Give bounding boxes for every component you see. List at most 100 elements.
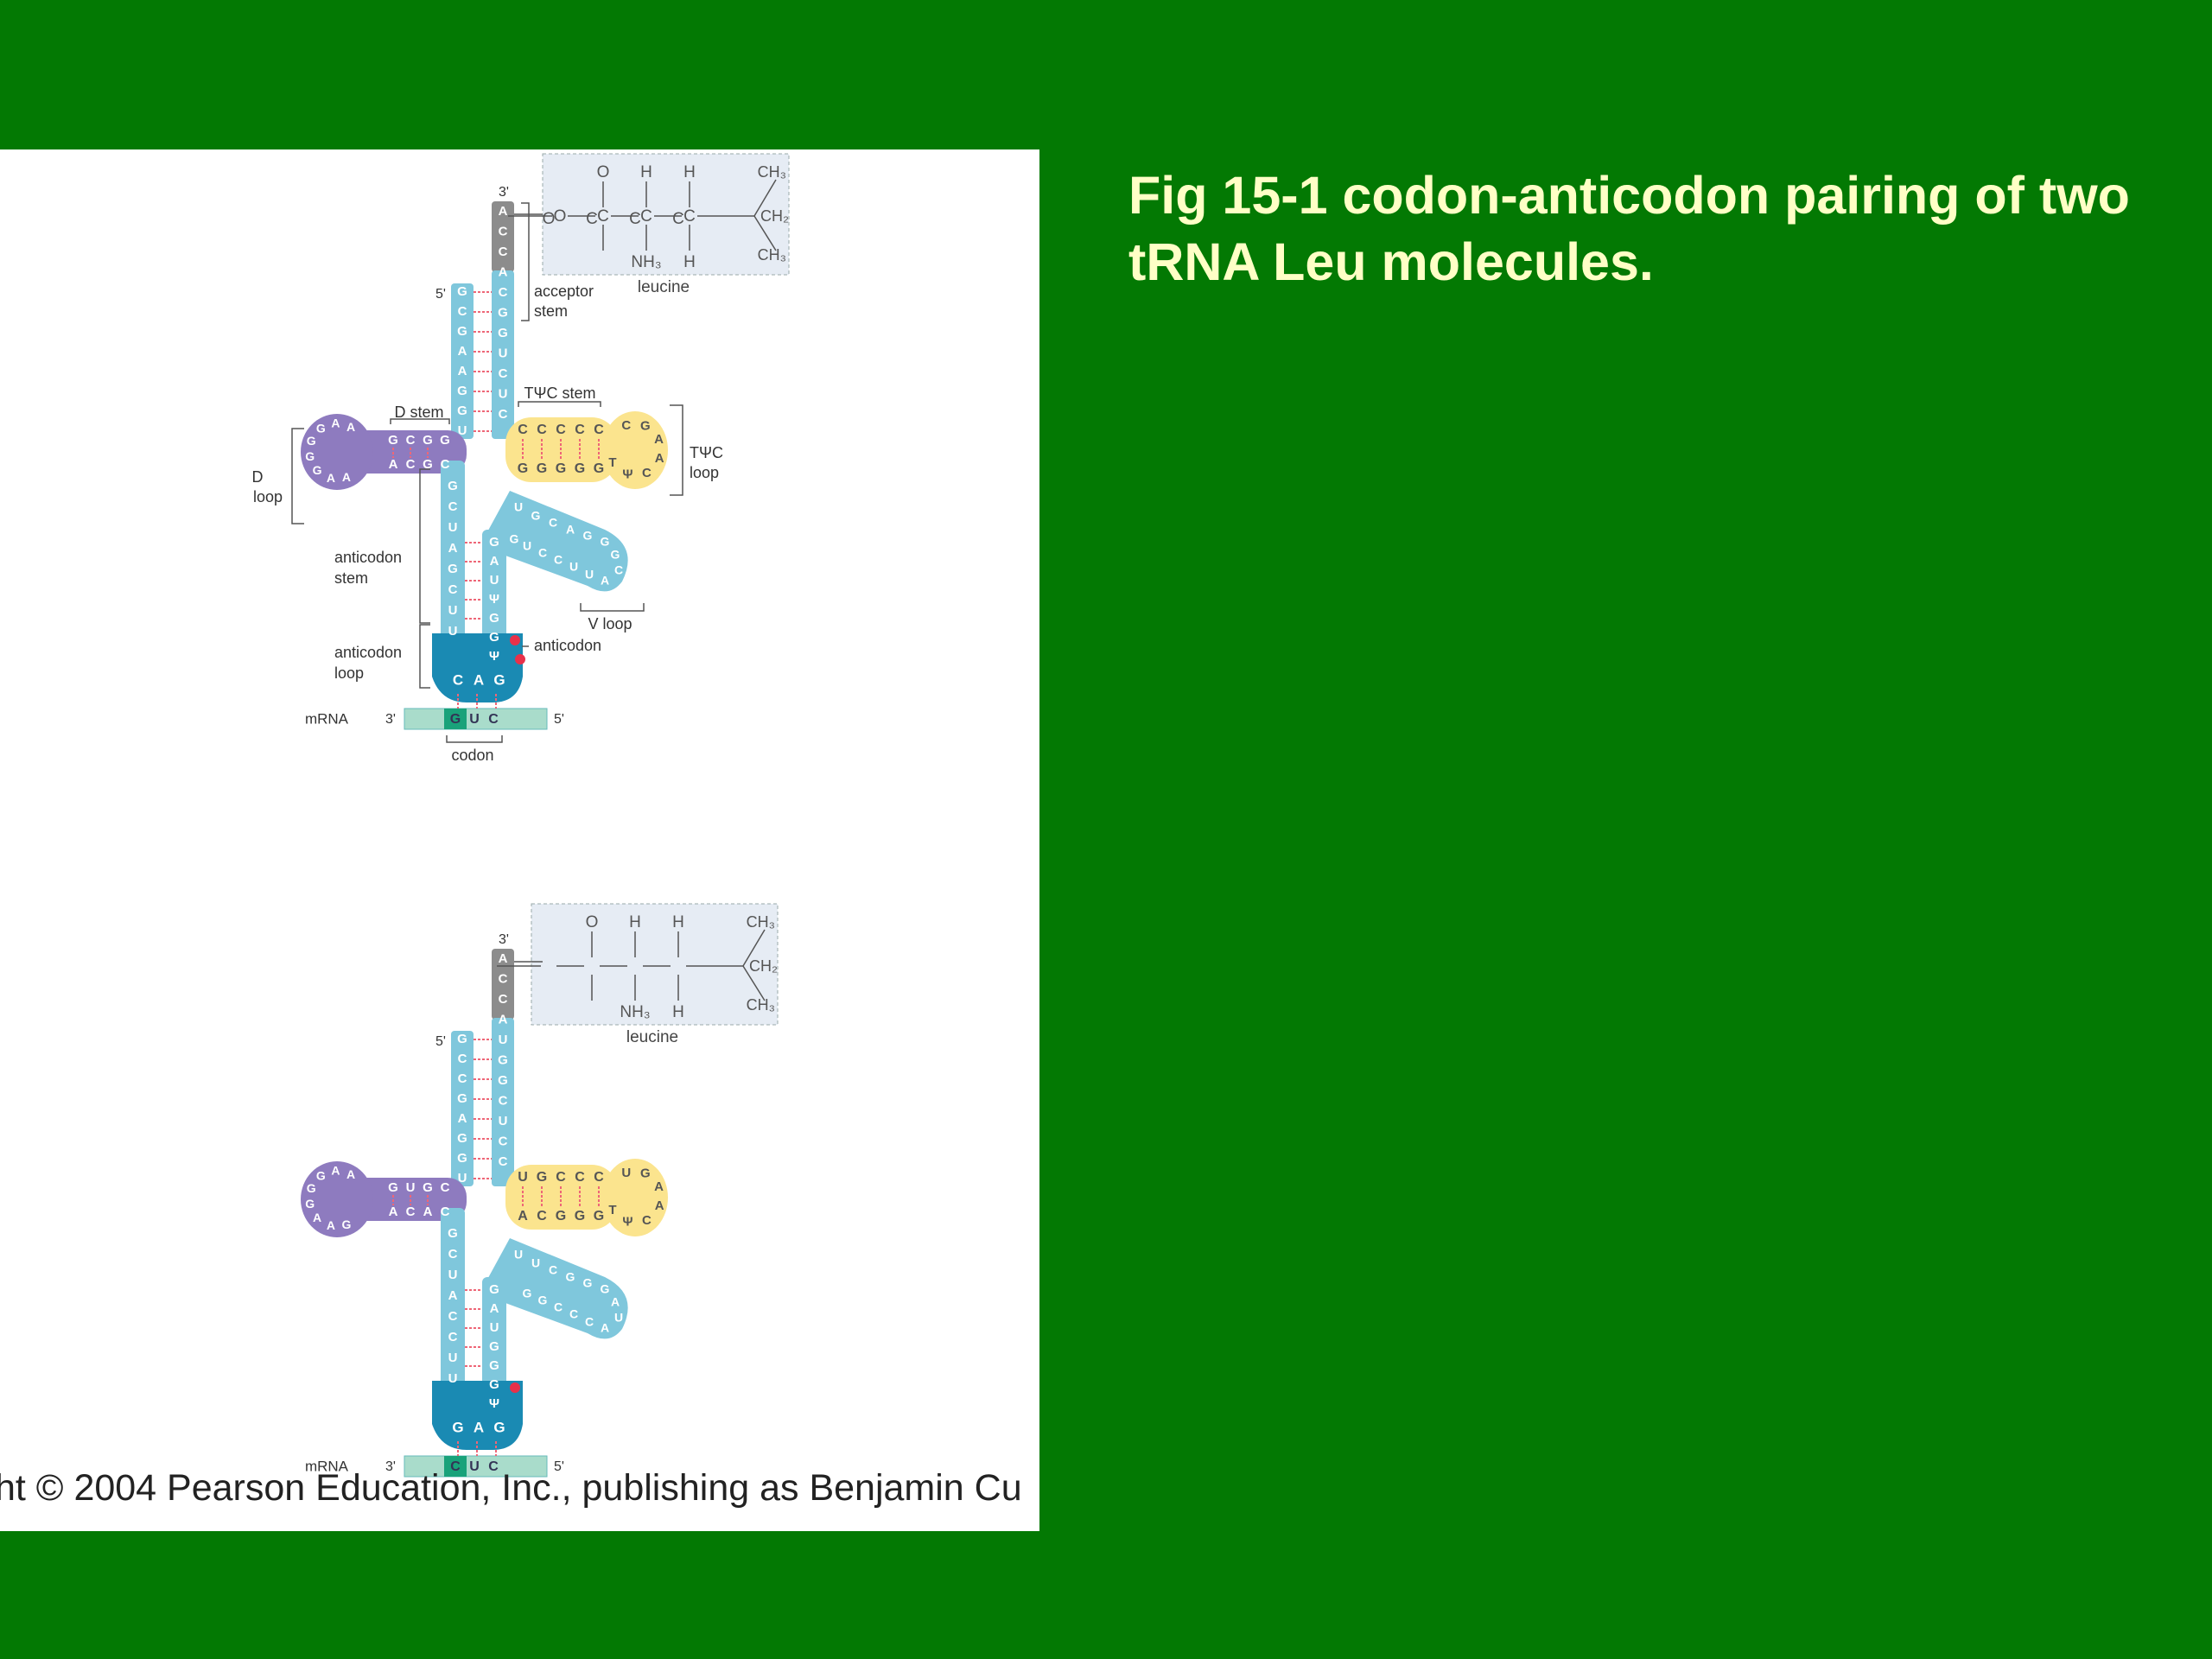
base-tloop: C	[642, 1213, 652, 1228]
base-anticodon-stem: G	[489, 1339, 499, 1354]
base-dloop: G	[316, 1169, 326, 1183]
base-acceptor-5: A	[458, 364, 467, 378]
label-anticodon-stem: anticodon	[334, 549, 402, 566]
base-dloop: A	[346, 1167, 355, 1181]
base-dstem: C	[441, 1205, 450, 1219]
base-acceptor-3: U	[499, 1033, 508, 1047]
base-tloop: C	[621, 418, 631, 433]
base-acceptor-3: G	[498, 1052, 508, 1067]
base-dstem: C	[441, 457, 450, 472]
base-anticodon-stem: G	[448, 479, 458, 493]
base-vloop: C	[554, 1300, 563, 1314]
base-tstem: G	[556, 461, 566, 476]
mrna-end-3: 3'	[385, 712, 396, 727]
base-dloop: G	[305, 1197, 315, 1211]
bracket-anticodon-stem	[419, 468, 430, 624]
leucine-box	[531, 903, 779, 1026]
bracket-codon	[446, 735, 503, 743]
leucine-bond	[742, 965, 766, 1001]
base-anticodon-stem: G	[489, 1377, 499, 1392]
leucine-bond	[753, 179, 777, 217]
base-codon: C	[488, 1459, 499, 1474]
base-anticodon-stem: A	[448, 1288, 458, 1303]
base-anticodon-stem: G	[489, 1358, 499, 1373]
base-vloop: G	[583, 529, 593, 543]
base-tloop: A	[654, 1179, 664, 1194]
base-vloop: C	[549, 516, 557, 530]
base-vloop: U	[531, 1256, 540, 1270]
base-tloop: A	[655, 1198, 664, 1213]
bracket-acceptor	[521, 202, 530, 321]
label-anticodon: anticodon	[534, 637, 601, 654]
base-tloop: G	[640, 418, 651, 433]
leucine-atom: CH₂	[749, 957, 778, 975]
leucine-atom-bg	[639, 207, 654, 225]
base-anticodon-stem: C	[448, 582, 458, 597]
base-acceptor-5: G	[457, 1131, 467, 1146]
base-acceptor-3: G	[498, 305, 508, 320]
base-tstem: G	[537, 1170, 547, 1185]
base-acceptor-3: C	[499, 224, 508, 238]
leucine-atom: NH₃	[631, 253, 661, 271]
leucine-atom: H	[672, 1003, 684, 1021]
anticodon-box	[462, 668, 510, 694]
base-anticodon-stem: C	[448, 499, 458, 514]
base-vloop: U	[614, 1311, 623, 1325]
d-loop	[301, 1161, 373, 1237]
base-acceptor-3: G	[498, 326, 508, 340]
base-acceptor-3: C	[499, 992, 508, 1007]
base-tstem: C	[518, 423, 528, 437]
base-vloop: G	[611, 548, 620, 562]
leucine-atom: CH₃	[758, 246, 786, 264]
leucine-atom: C	[683, 207, 696, 226]
base-acceptor-5: U	[458, 423, 467, 438]
base-acceptor-5: G	[457, 1032, 467, 1046]
base-vloop: G	[531, 509, 541, 523]
base-tstem: C	[537, 423, 547, 437]
base-tstem: C	[594, 1170, 604, 1185]
leucine-atom-bg	[584, 957, 600, 975]
base-anticodon-stem: U	[448, 1371, 458, 1386]
base-vloop: U	[569, 560, 578, 574]
base-tstem: C	[575, 423, 585, 437]
modified-base-dot	[510, 635, 520, 645]
acceptor-end	[492, 201, 514, 272]
base-acceptor-5: C	[458, 304, 467, 319]
label-codon: codon	[451, 747, 493, 764]
base-vloop: G	[601, 535, 610, 549]
leucine-box	[542, 153, 790, 276]
leucine-atom-bg	[595, 207, 611, 225]
base-acceptor-5: G	[457, 1151, 467, 1166]
leucine-atom: CH₃	[747, 913, 775, 931]
bracket-anticodon-loop	[419, 624, 430, 689]
label-d-loop: D	[252, 468, 264, 486]
base-acceptor-5: G	[457, 1091, 467, 1106]
label-anticodon-stem: stem	[334, 569, 368, 587]
base-dstem: U	[406, 1180, 416, 1195]
leucine-atom: C	[586, 210, 598, 228]
base-tstem: A	[518, 1209, 528, 1224]
base-tstem: G	[575, 1209, 585, 1224]
v-loop	[484, 1238, 628, 1339]
base-anticodon-stem: G	[489, 630, 499, 645]
base-tstem: G	[594, 461, 604, 476]
base-anticodon-stem: C	[448, 1330, 458, 1344]
base-vloop: C	[538, 546, 547, 560]
v-loop	[484, 491, 628, 592]
base-codon: C	[488, 712, 499, 727]
leucine-bond	[742, 929, 766, 967]
base-anticodon-stem: U	[490, 1320, 499, 1335]
base-vloop: C	[569, 1307, 578, 1321]
base-anticodon: C	[453, 671, 463, 688]
modified-base-dot	[510, 1382, 520, 1393]
label-acceptor-stem: stem	[534, 302, 568, 320]
base-vloop: U	[585, 568, 594, 582]
leucine-atom: C	[597, 207, 609, 226]
mrna-label: mRNA	[305, 1458, 349, 1474]
codon-first-base	[444, 1456, 467, 1477]
leucine-atom-bg	[541, 957, 556, 975]
base-acceptor-3: C	[499, 971, 508, 986]
base-tstem: G	[575, 461, 585, 476]
base-tstem: C	[556, 423, 566, 437]
